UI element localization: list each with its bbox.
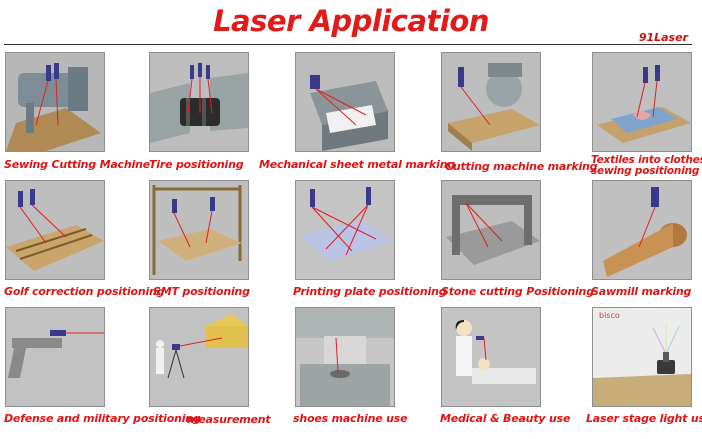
caption-tire-positioning: Tire positioning	[149, 158, 244, 171]
caption-sawmill-marking: Sawmill marking	[591, 285, 692, 298]
caption-medical-beauty-use: Medical & Beauty use	[440, 412, 571, 425]
svg-text:bisco: bisco	[599, 311, 620, 320]
mechanical-sheet-metal-marking-image	[295, 52, 395, 152]
laser-stage-light-use-image: bisco	[592, 307, 692, 407]
sewing-cutting-machine-image	[5, 52, 105, 152]
caption-sewing-cutting-machine: Sewing Cutting Machine	[4, 158, 150, 171]
caption-printing-plate-positioning: Printing plate positioning	[293, 285, 447, 298]
caption-textiles-line1: Textiles into clothes	[591, 154, 702, 166]
cutting-machine-marking-image	[441, 52, 541, 152]
brand-label: 91Laser	[638, 31, 688, 44]
golf-correction-positioning-image	[5, 180, 105, 280]
caption-shoes-machine-use: shoes machine use	[293, 412, 408, 425]
caption-mechanical-sheet-metal-marking: Mechanical sheet metal marking	[259, 158, 456, 171]
caption-textiles-line2: sewing positioning	[591, 165, 700, 177]
shoes-machine-use-image	[295, 307, 395, 407]
caption-cutting-machine-marking: Cutting machine marking	[445, 160, 598, 173]
defense-military-positioning-image	[5, 307, 105, 407]
caption-stone-cutting-positioning: Stone cutting Positioning	[441, 285, 594, 298]
caption-laser-stage-light-use: Laser stage light use	[586, 412, 702, 425]
textiles-sewing-positioning-image	[592, 52, 692, 152]
caption-measurement: measurement	[187, 413, 271, 426]
smt-positioning-image	[149, 180, 249, 280]
caption-defense-military-positioning: Defense and military positioning	[4, 412, 201, 425]
header-divider	[4, 44, 692, 45]
measurement-image	[149, 307, 249, 407]
caption-golf-correction-positioning: Golf correction positioning	[4, 285, 165, 298]
sawmill-marking-image	[592, 180, 692, 280]
caption-smt-positioning: SMT positioning	[153, 285, 250, 298]
medical-beauty-use-image	[441, 307, 541, 407]
stone-cutting-positioning-image	[441, 180, 541, 280]
tire-positioning-image	[149, 52, 249, 152]
printing-plate-positioning-image	[295, 180, 395, 280]
page-title: Laser Application	[213, 4, 489, 38]
